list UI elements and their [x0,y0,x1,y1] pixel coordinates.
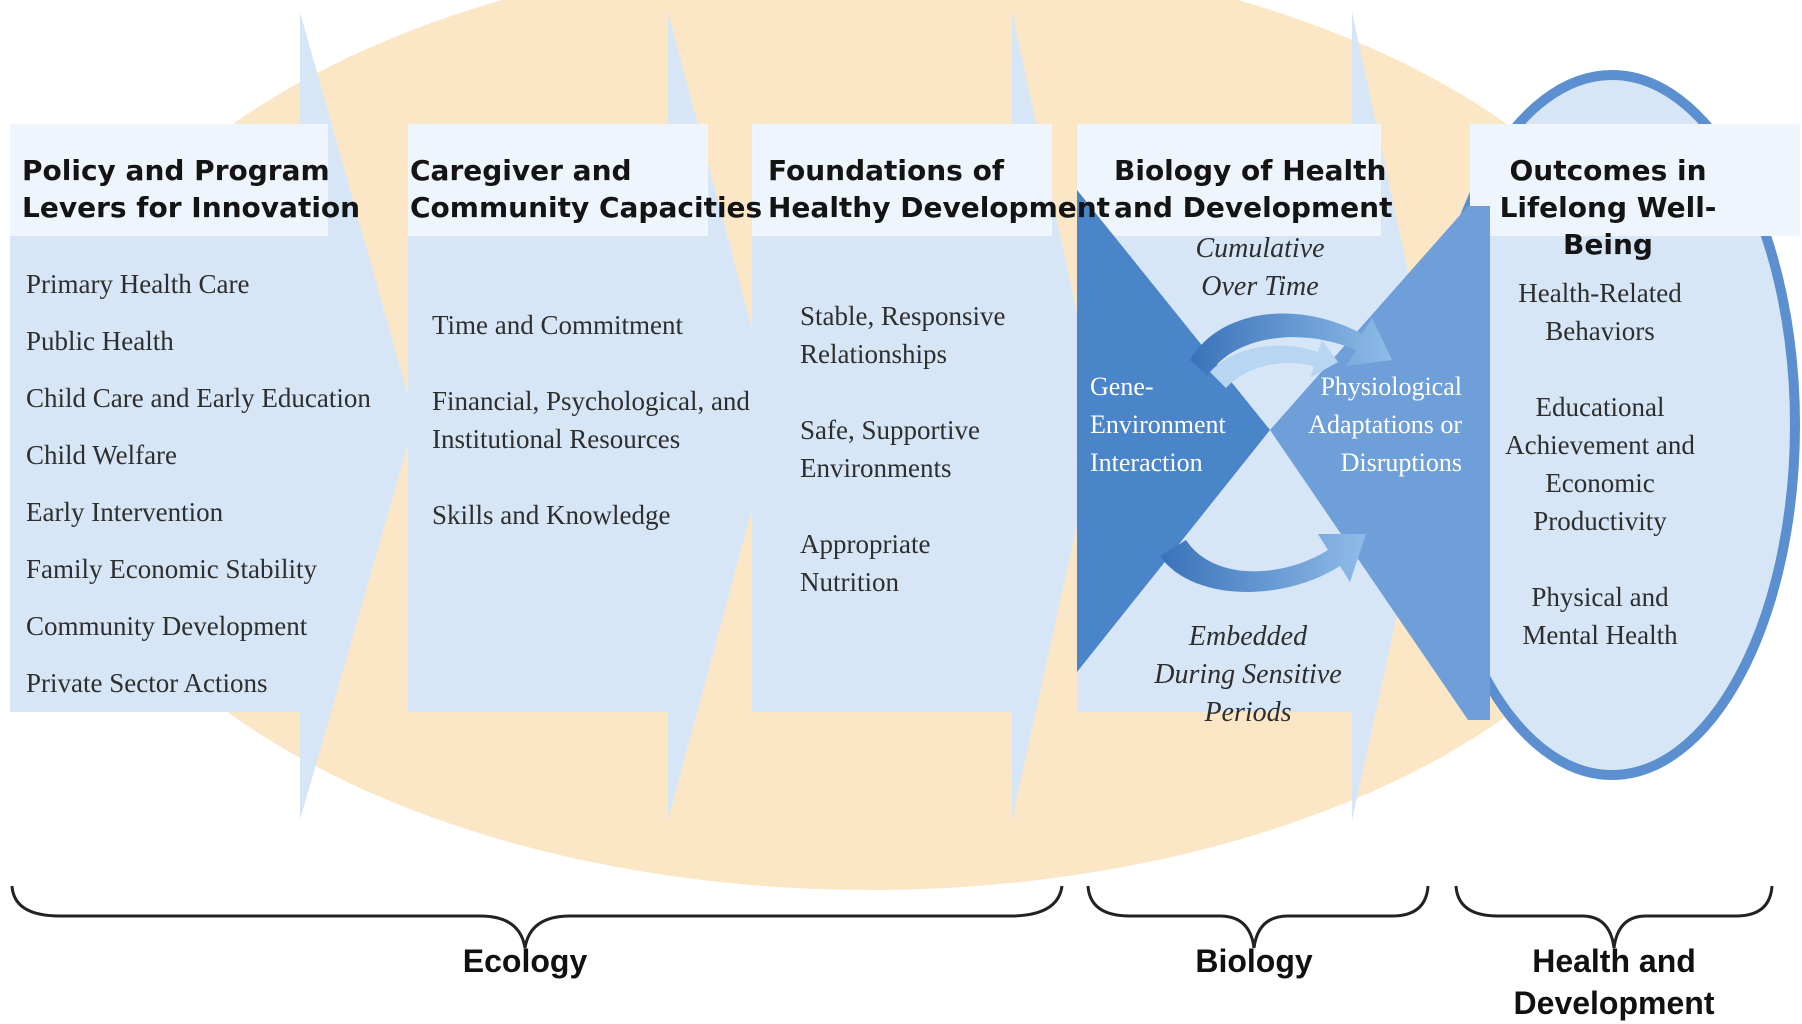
list-item: Stable, Responsive Relationships [800,301,1006,369]
ecology-brace [10,885,1064,949]
outcomes-list: Health-Related Behaviors Educational Ach… [1500,274,1700,654]
list-item: Appropriate Nutrition [800,529,931,597]
list-item: Safe, Supportive Environments [800,415,980,483]
cycle-arrows-icon [1160,313,1392,592]
biology-brace [1086,885,1430,949]
caregiver-capacities-list: Time and Commitment Financial, Psycholog… [432,306,752,534]
physiological-adaptations-label: Physiological Adaptations or Disruptions [1308,372,1462,477]
header-band-4 [1077,124,1381,236]
header-band-3 [752,124,1052,236]
embedded-sensitive-periods-label: Embedded During Sensitive Periods [1154,621,1342,728]
list-item: Physical and Mental Health [1522,582,1678,650]
health-development-group-label: Health and Development [1513,943,1715,1021]
list-item: Community Development [26,611,308,641]
biology-group-label: Biology [1195,943,1313,979]
list-item: Public Health [26,326,174,356]
list-item: Time and Commitment [432,310,684,340]
policy-levers-list: Primary Health Care Public Health Child … [26,256,386,712]
list-item: Financial, Psychological, and Institutio… [432,386,750,454]
list-item: Skills and Knowledge [432,500,671,530]
header-band-5 [1470,124,1800,236]
list-item: Private Sector Actions [26,668,268,698]
bowtie-right-triangle-edge [1468,206,1490,720]
list-item: Educational Achievement and Economic Pro… [1505,392,1695,536]
gene-environment-label: Gene-Environment Interaction [1090,372,1226,477]
health-brace [1454,885,1774,949]
bowtie-left-triangle [1077,190,1270,672]
bowtie-right-triangle [1270,206,1468,720]
list-item: Primary Health Care [26,269,250,299]
list-item: Family Economic Stability [26,554,317,584]
list-item: Child Care and Early Education [26,383,371,413]
cumulative-over-time-label: Cumulative Over Time [1195,233,1325,302]
list-item: Early Intervention [26,497,224,527]
list-item: Child Welfare [26,440,178,470]
ecology-group-label: Ecology [462,943,588,979]
list-item: Health-Related Behaviors [1518,278,1682,346]
header-band-1 [10,124,328,236]
foundations-list: Stable, Responsive Relationships Safe, S… [800,297,1022,601]
header-band-2 [408,124,708,236]
